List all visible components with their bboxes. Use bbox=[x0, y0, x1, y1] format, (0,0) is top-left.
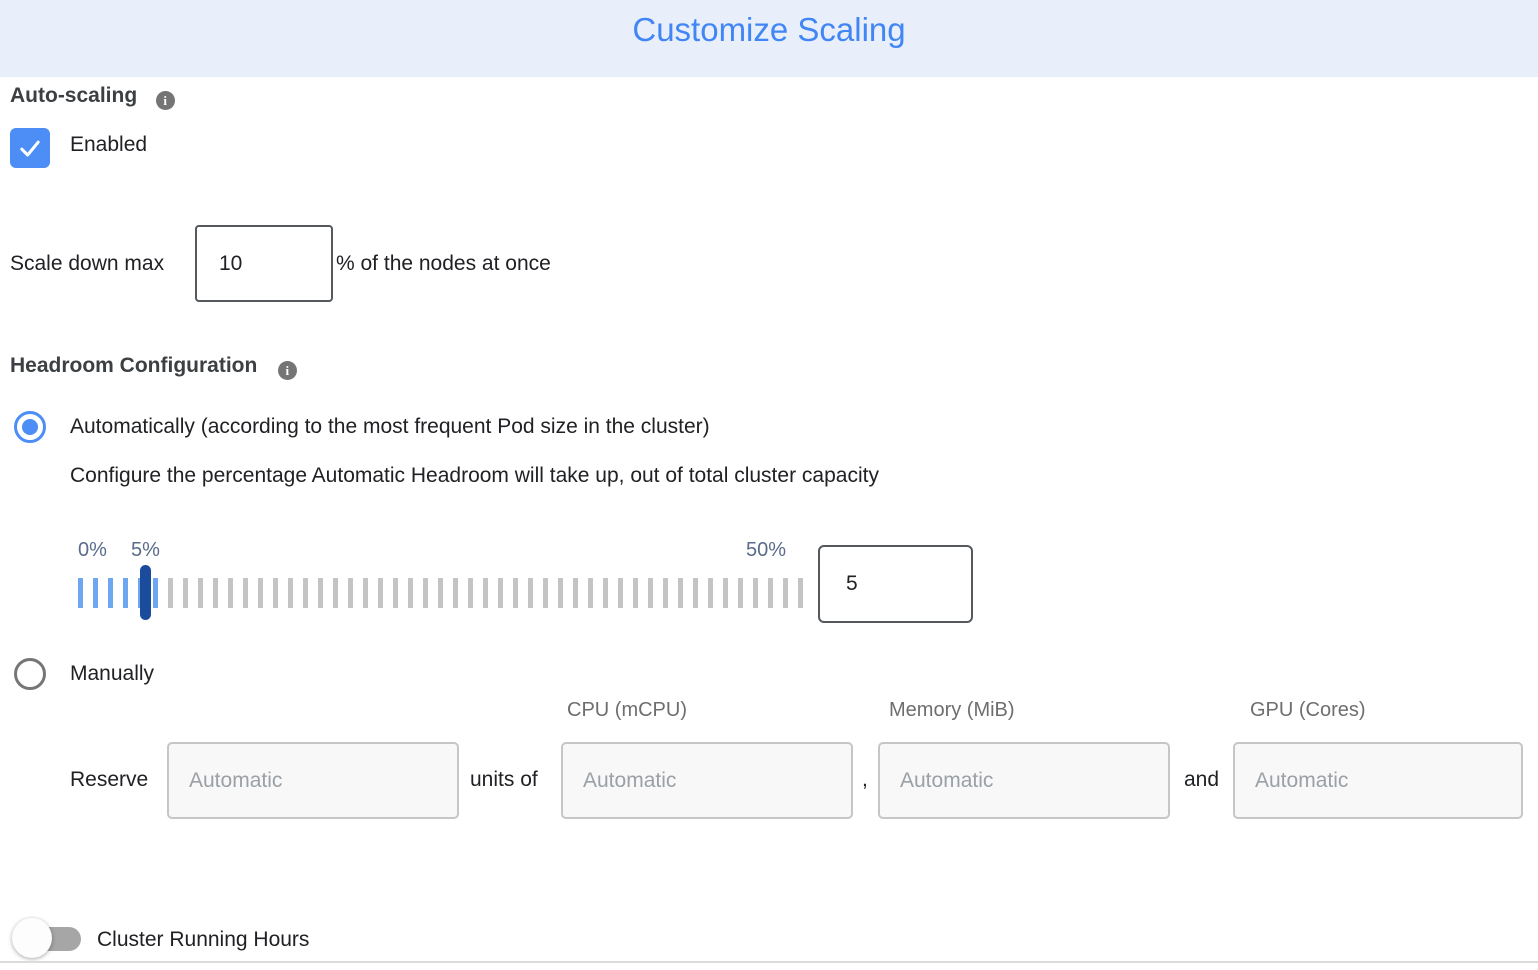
slider-tick bbox=[738, 578, 743, 608]
slider-tick bbox=[453, 578, 458, 608]
headroom-automatic-label: Automatically (according to the most fre… bbox=[70, 415, 710, 438]
auto-scaling-info-icon[interactable]: i bbox=[155, 91, 175, 110]
slider-tick bbox=[288, 578, 293, 608]
slider-tick bbox=[798, 578, 803, 608]
slider-tick bbox=[603, 578, 608, 608]
headroom-automatic-description: Configure the percentage Automatic Headr… bbox=[70, 464, 879, 487]
headroom-manually-radio[interactable] bbox=[14, 658, 46, 690]
scale-down-max-input[interactable] bbox=[195, 225, 333, 302]
cluster-running-hours-label: Cluster Running Hours bbox=[97, 928, 310, 951]
slider-tick bbox=[483, 578, 488, 608]
slider-tick bbox=[543, 578, 548, 608]
dialog-header: Customize Scaling bbox=[0, 0, 1538, 77]
slider-tick bbox=[363, 578, 368, 608]
slider-tick bbox=[393, 578, 398, 608]
column-header-cpu: CPU (mCPU) bbox=[567, 699, 687, 721]
slider-tick bbox=[753, 578, 758, 608]
checkmark-icon bbox=[20, 140, 40, 157]
slider-tick bbox=[78, 578, 83, 608]
slider-tick bbox=[273, 578, 278, 608]
slider-tick bbox=[768, 578, 773, 608]
auto-scaling-section-label: Auto-scaling bbox=[10, 84, 138, 107]
column-header-gpu: GPU (Cores) bbox=[1250, 699, 1366, 721]
page-title: Customize Scaling bbox=[632, 11, 906, 48]
slider-tick bbox=[423, 578, 428, 608]
slider-tick bbox=[303, 578, 308, 608]
slider-tick bbox=[258, 578, 263, 608]
bottom-divider bbox=[0, 961, 1538, 963]
slider-tick bbox=[348, 578, 353, 608]
slider-max-label: 50% bbox=[746, 539, 787, 561]
headroom-slider-ticks[interactable] bbox=[78, 578, 803, 608]
slider-tick bbox=[723, 578, 728, 608]
comma-separator: , bbox=[862, 768, 868, 791]
slider-tick bbox=[408, 578, 413, 608]
scale-down-suffix-label: % of the nodes at once bbox=[336, 252, 551, 275]
slider-tick bbox=[678, 578, 683, 608]
slider-min-label: 0% bbox=[78, 539, 107, 561]
slider-tick bbox=[588, 578, 593, 608]
headroom-info-icon[interactable]: i bbox=[277, 361, 297, 380]
radio-dot bbox=[22, 419, 38, 435]
slider-tick bbox=[528, 578, 533, 608]
slider-tick bbox=[153, 578, 158, 608]
slider-tick bbox=[198, 578, 203, 608]
scale-down-prefix-label: Scale down max bbox=[10, 252, 165, 275]
auto-scaling-enabled-checkbox[interactable] bbox=[10, 128, 50, 168]
slider-tick bbox=[783, 578, 788, 608]
slider-tick bbox=[228, 578, 233, 608]
headroom-manually-label: Manually bbox=[70, 662, 155, 685]
slider-tick bbox=[438, 578, 443, 608]
reserve-memory-input[interactable] bbox=[878, 742, 1170, 819]
slider-tick bbox=[498, 578, 503, 608]
slider-tick bbox=[108, 578, 113, 608]
slider-tick bbox=[513, 578, 518, 608]
slider-current-label: 5% bbox=[131, 539, 160, 561]
slider-tick bbox=[243, 578, 248, 608]
slider-handle[interactable] bbox=[140, 565, 151, 620]
slider-tick bbox=[333, 578, 338, 608]
slider-tick bbox=[213, 578, 218, 608]
toggle-knob[interactable] bbox=[12, 918, 52, 958]
slider-tick bbox=[633, 578, 638, 608]
reserve-amount-input[interactable] bbox=[167, 742, 459, 819]
auto-scaling-enabled-label: Enabled bbox=[70, 133, 148, 156]
slider-tick bbox=[318, 578, 323, 608]
slider-tick bbox=[663, 578, 668, 608]
column-header-memory: Memory (MiB) bbox=[889, 699, 1015, 721]
reserve-label: Reserve bbox=[70, 768, 149, 791]
headroom-automatic-radio[interactable] bbox=[14, 411, 46, 443]
reserve-gpu-input[interactable] bbox=[1233, 742, 1523, 819]
headroom-percentage-input[interactable] bbox=[818, 545, 973, 623]
and-separator: and bbox=[1184, 768, 1220, 791]
slider-tick bbox=[168, 578, 173, 608]
slider-tick bbox=[468, 578, 473, 608]
slider-tick bbox=[708, 578, 713, 608]
slider-tick bbox=[123, 578, 128, 608]
slider-tick bbox=[648, 578, 653, 608]
units-of-label: units of bbox=[470, 768, 538, 791]
headroom-section-label: Headroom Configuration bbox=[10, 354, 258, 377]
slider-tick bbox=[93, 578, 98, 608]
reserve-cpu-input[interactable] bbox=[561, 742, 853, 819]
slider-tick bbox=[573, 578, 578, 608]
slider-tick bbox=[378, 578, 383, 608]
slider-tick bbox=[618, 578, 623, 608]
slider-tick bbox=[183, 578, 188, 608]
slider-tick bbox=[693, 578, 698, 608]
slider-tick bbox=[558, 578, 563, 608]
